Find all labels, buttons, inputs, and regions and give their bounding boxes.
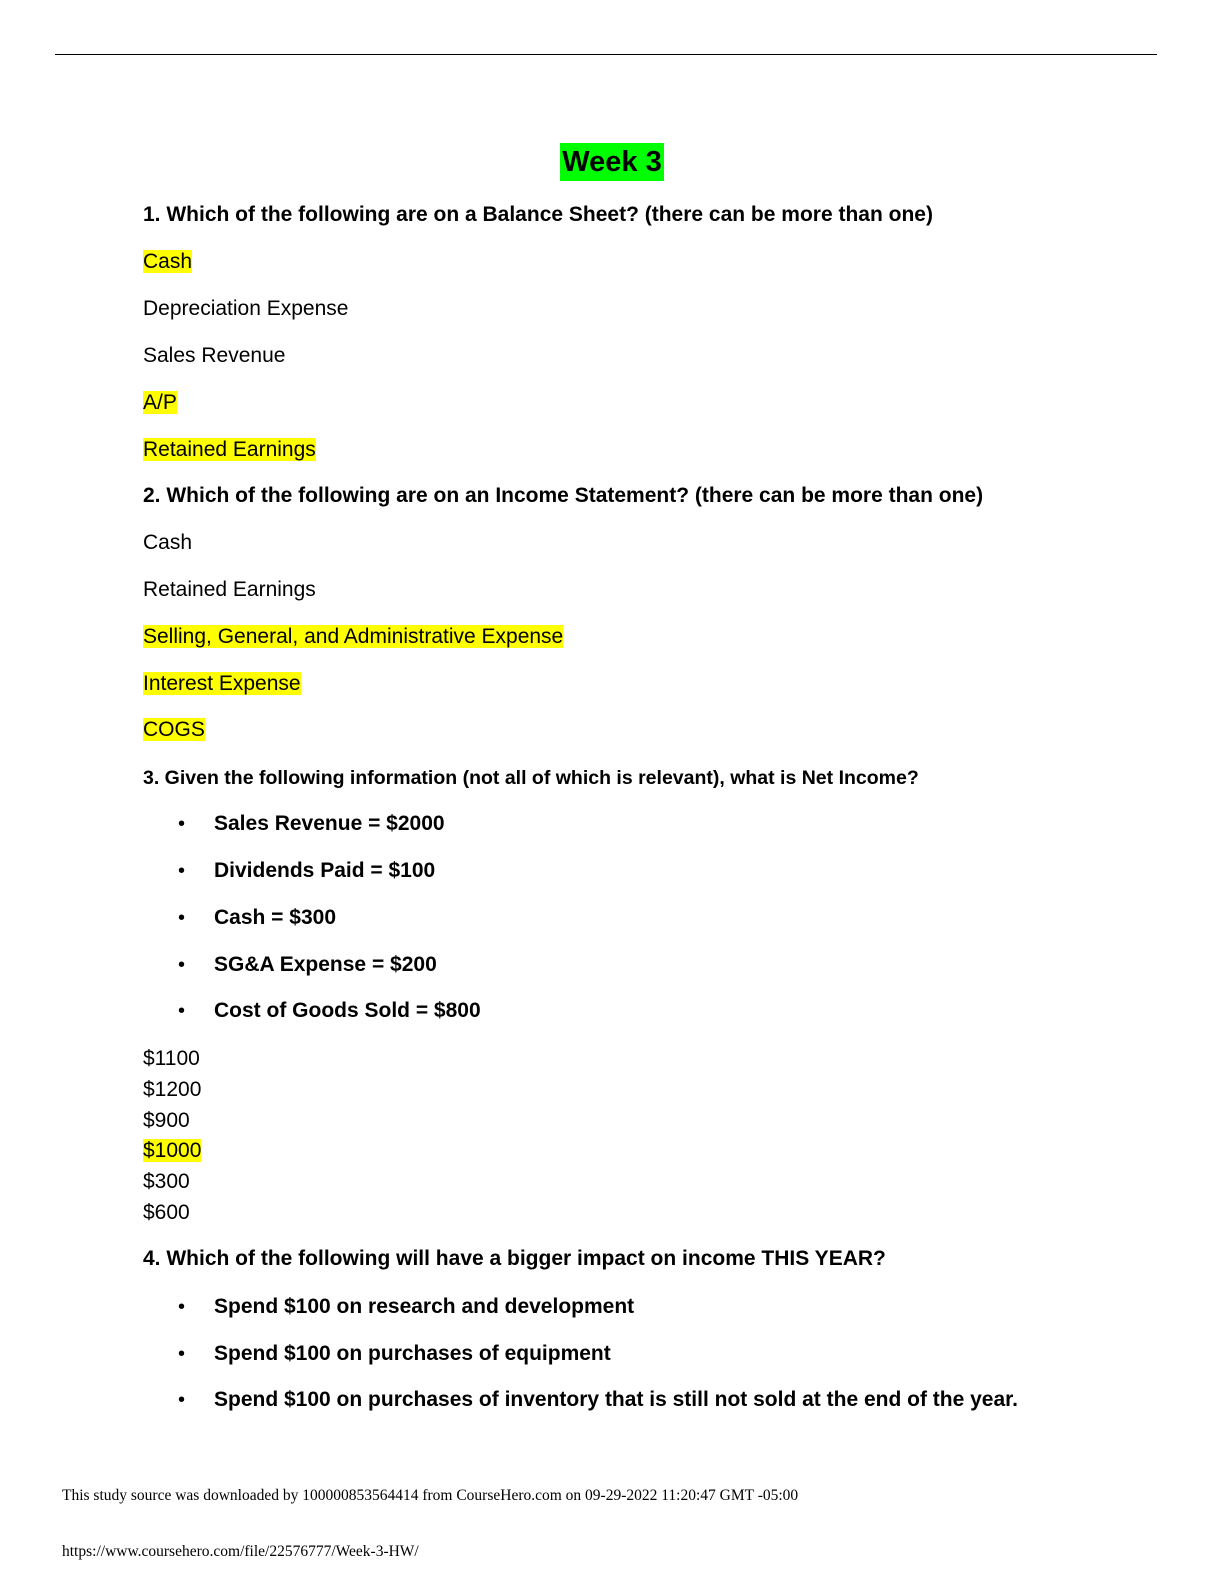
q3-given-dividends: Dividends Paid = $100 [214,859,436,882]
bullet-icon: • [178,1296,186,1318]
q3-option-300: $300 [143,1170,190,1193]
q3-option-1100: $1100 [143,1047,200,1070]
bullet-icon: • [178,907,186,929]
q3-option-900: $900 [143,1109,190,1132]
bullet-icon: • [178,860,186,882]
q4-option-rnd: Spend $100 on research and development [214,1295,635,1318]
q1-option-depreciation: Depreciation Expense [143,297,349,320]
q2-option-sga: Selling, General, and Administrative Exp… [143,625,564,648]
q1-option-ap: A/P [143,391,177,414]
page-title: Week 3 [560,143,664,181]
bullet-icon: • [178,954,186,976]
q1-option-cash: Cash [143,250,193,273]
bullet-icon: • [178,1389,186,1411]
q3-given-sales-revenue: Sales Revenue = $2000 [214,812,445,835]
q2-option-cogs: COGS [143,718,205,741]
question-3: 3. Given the following information (not … [143,767,919,789]
q1-option-retained-earnings: Retained Earnings [143,438,316,461]
q4-option-equipment: Spend $100 on purchases of equipment [214,1342,611,1365]
header-rule [55,54,1157,55]
q4-option-inventory: Spend $100 on purchases of inventory tha… [214,1388,1018,1411]
footer-source-note: This study source was downloaded by 1000… [62,1487,799,1504]
q2-option-interest-expense: Interest Expense [143,672,301,695]
q1-option-sales-revenue: Sales Revenue [143,344,286,367]
question-2: 2. Which of the following are on an Inco… [143,484,984,507]
title-container: Week 3 [0,143,1224,181]
q3-given-cogs: Cost of Goods Sold = $800 [214,999,481,1022]
question-1: 1. Which of the following are on a Balan… [143,203,933,226]
q3-option-1000: $1000 [143,1139,202,1162]
q3-given-sga: SG&A Expense = $200 [214,953,437,976]
bullet-icon: • [178,1343,186,1365]
footer-url: https://www.coursehero.com/file/22576777… [62,1543,419,1560]
q3-option-1200: $1200 [143,1078,202,1101]
q2-option-retained-earnings: Retained Earnings [143,578,316,601]
q3-given-cash: Cash = $300 [214,906,337,929]
question-4: 4. Which of the following will have a bi… [143,1247,886,1270]
bullet-icon: • [178,813,186,835]
bullet-icon: • [178,1000,186,1022]
q2-option-cash: Cash [143,531,193,554]
q3-option-600: $600 [143,1201,190,1224]
